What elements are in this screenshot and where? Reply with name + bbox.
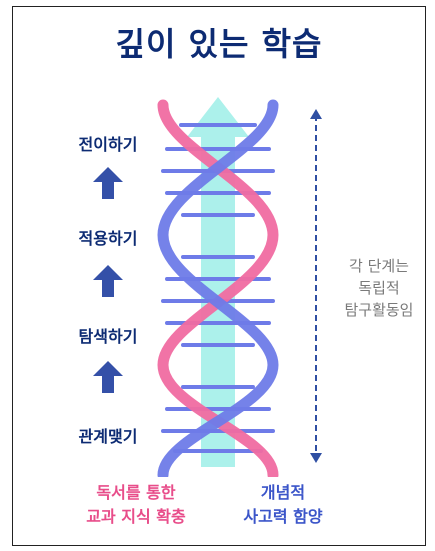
side-note: 각 단계는 독립적 탐구활동임 (331, 255, 427, 321)
double-headed-arrow-icon (310, 109, 322, 119)
side-note-line: 각 단계는 (349, 257, 409, 275)
up-arrow-icon (93, 265, 123, 297)
stage-label-explore: 탐색하기 (78, 327, 138, 346)
side-note-line: 독립적 (358, 279, 400, 297)
bottom-label-line: 사고력 함양 (243, 507, 323, 526)
page-title: 깊이 있는 학습 (115, 25, 323, 63)
bottom-label-line: 교과 지식 확충 (86, 507, 186, 526)
bottom-label-reading: 독서를 통한 교과 지식 확충 (71, 481, 201, 529)
double-headed-arrow-icon (310, 453, 322, 463)
stage-label-apply: 적용하기 (78, 229, 138, 248)
bottom-label-line: 독서를 통한 (96, 483, 176, 502)
bottom-label-concept: 개념적 사고력 함양 (223, 481, 343, 529)
bottom-label-line: 개념적 (260, 483, 306, 502)
blue-strand (157, 99, 279, 477)
stage-label-relate: 관계맺기 (78, 427, 138, 446)
up-arrow-icon (93, 167, 123, 199)
stage-label-transfer: 전이하기 (78, 135, 138, 154)
diagram-frame: 깊이 있는 학습 전이하기 적용하기 탐색하기 관계맺기 (12, 6, 426, 546)
scale-line (315, 115, 317, 461)
up-arrow-icon (93, 361, 123, 393)
side-note-line: 탐구활동임 (344, 301, 414, 319)
dna-helix-diagram (157, 97, 279, 477)
